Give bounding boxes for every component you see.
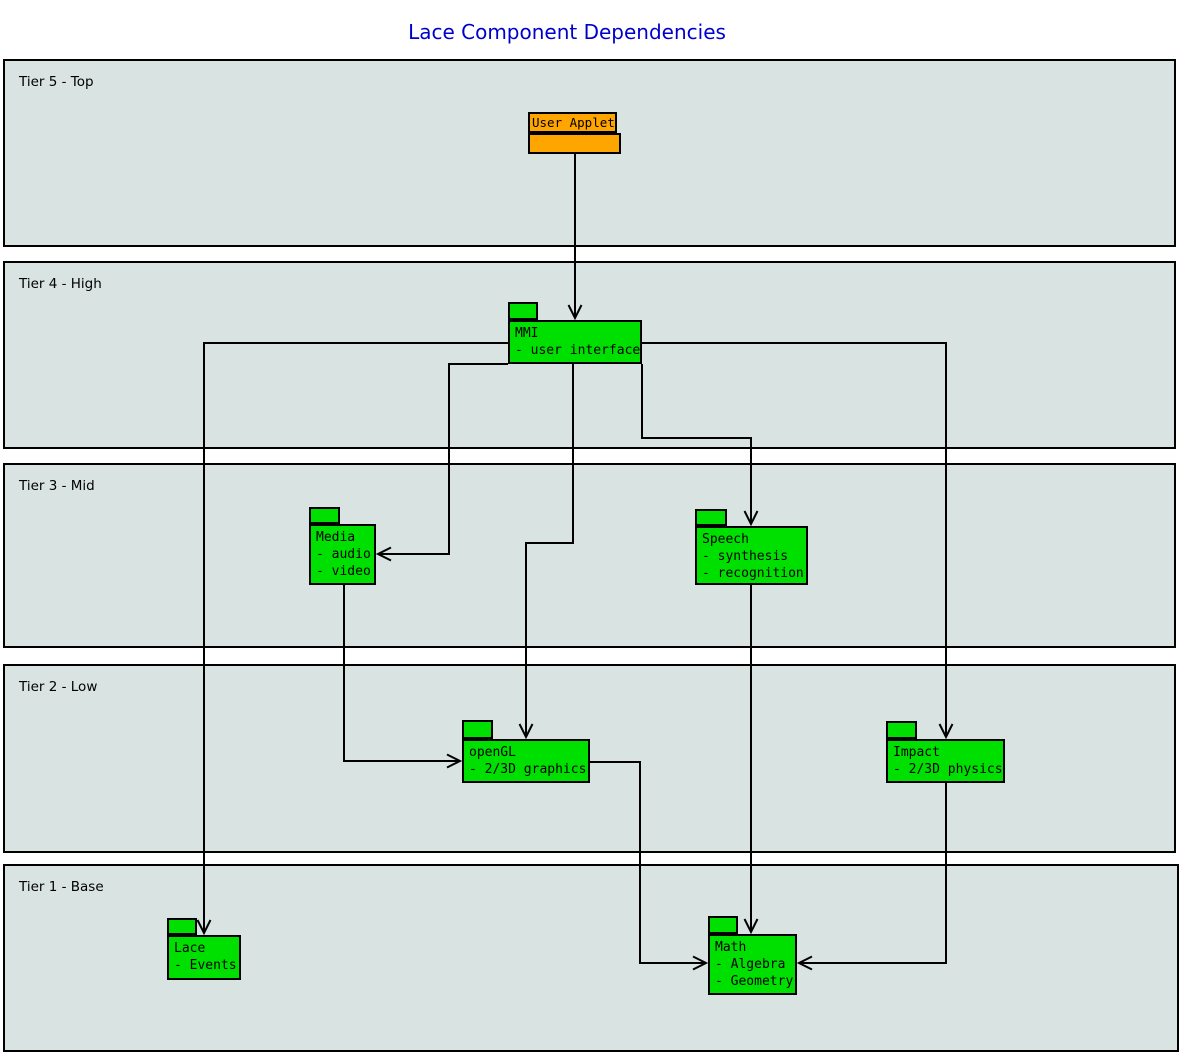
package-math: Math - Algebra - Geometry	[708, 934, 797, 995]
package-opengl-line-0: openGL	[469, 745, 516, 760]
package-impact-tab	[886, 721, 917, 739]
package-mmi-line-0: MMI	[515, 326, 539, 341]
package-opengl-tab	[462, 720, 493, 739]
package-opengl-line-1: - 2/3D graphics	[469, 762, 587, 777]
package-speech-tab	[695, 509, 727, 526]
package-mmi-tab	[508, 302, 538, 320]
package-speech: Speech - synthesis - recognition	[695, 526, 808, 585]
package-lace-line-0: Lace	[174, 941, 206, 956]
package-impact: Impact - 2/3D physics	[886, 739, 1005, 783]
tier-label-tier-1: Tier 1 - Base	[19, 879, 104, 895]
package-speech-line-2: - recognition	[702, 566, 804, 581]
package-user-applet-tab: User Applet	[528, 112, 617, 133]
tier-label-tier-4: Tier 4 - High	[19, 276, 102, 292]
tier-band-tier-3: Tier 3 - Mid	[3, 463, 1176, 648]
package-media-tab	[309, 507, 340, 524]
tier-label-tier-5: Tier 5 - Top	[19, 74, 94, 90]
package-lace-tab	[167, 918, 197, 935]
package-opengl: openGL - 2/3D graphics	[462, 739, 590, 783]
package-user-applet-line-0: User Applet	[532, 115, 615, 130]
package-media: Media - audio - video	[309, 524, 376, 585]
package-impact-line-1: - 2/3D physics	[893, 762, 1003, 777]
package-mmi: MMI - user interface	[508, 320, 642, 364]
package-impact-line-0: Impact	[893, 745, 940, 760]
package-media-line-2: - video	[316, 564, 371, 579]
tier-label-tier-2: Tier 2 - Low	[19, 679, 98, 695]
tier-label-tier-3: Tier 3 - Mid	[19, 478, 95, 494]
package-mmi-line-1: - user interface	[515, 343, 641, 358]
package-lace: Lace - Events	[167, 935, 241, 980]
package-speech-line-0: Speech	[702, 532, 749, 547]
package-lace-line-1: - Events	[174, 958, 237, 973]
package-math-line-1: - Algebra	[715, 957, 786, 972]
package-math-line-0: Math	[715, 940, 747, 955]
package-math-line-2: - Geometry	[715, 974, 794, 989]
package-media-line-1: - audio	[316, 547, 371, 562]
package-math-tab	[708, 916, 738, 934]
package-user-applet	[528, 133, 621, 154]
package-speech-line-1: - synthesis	[702, 549, 789, 564]
package-media-line-0: Media	[316, 530, 356, 545]
diagram-title: Lace Component Dependencies	[408, 20, 726, 44]
